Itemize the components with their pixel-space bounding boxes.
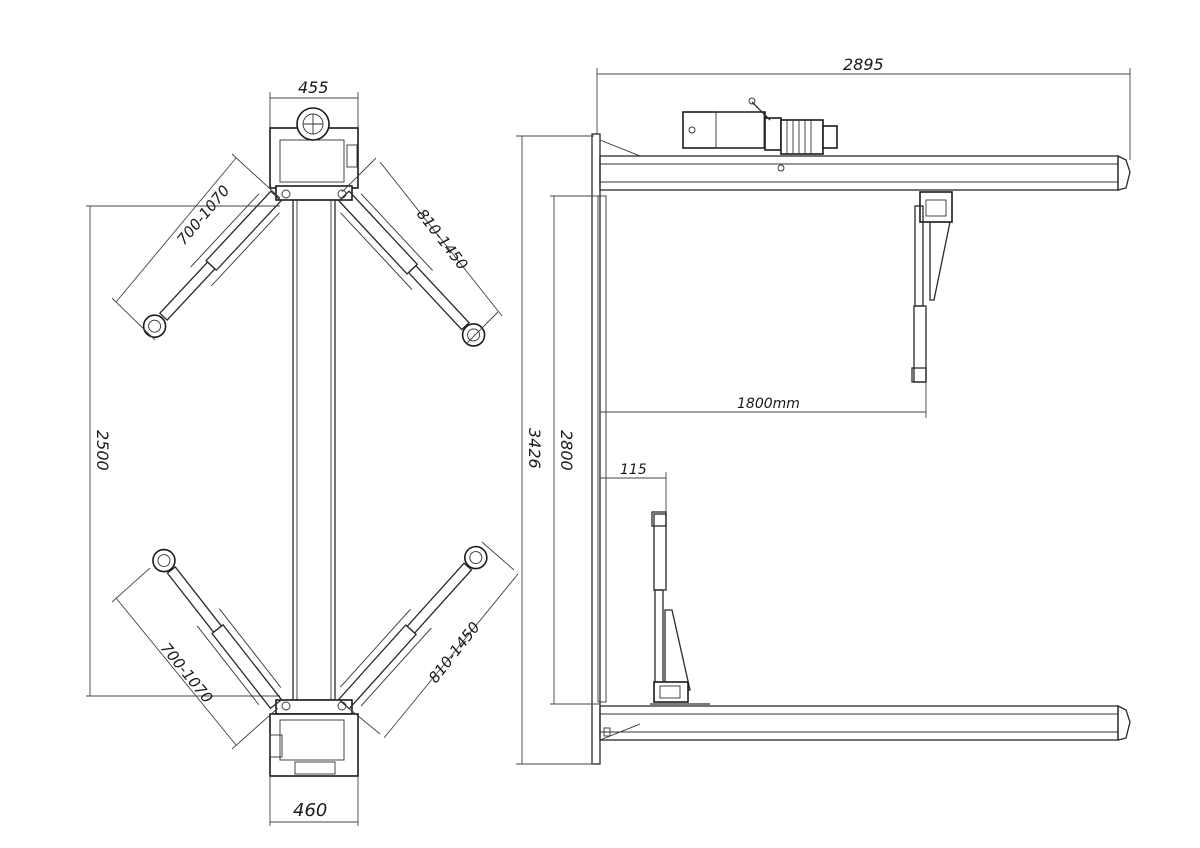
side-view: 2895 xyxy=(516,55,1131,765)
bottom-column-head xyxy=(269,699,359,777)
arm-upper-right xyxy=(337,190,486,347)
carriage-lower xyxy=(650,511,710,705)
motor-unit xyxy=(682,97,838,155)
arm-lower-right xyxy=(337,545,488,710)
dimension-arm-upper-right: 810-1450 xyxy=(341,157,503,345)
dimension-2800: 2800 xyxy=(550,195,600,705)
label-460: 460 xyxy=(293,800,327,821)
column-post xyxy=(591,133,641,765)
lift-pad-icon xyxy=(464,545,488,570)
label-arm-lower-right: 810-1450 xyxy=(425,618,484,686)
dimension-arm-upper-left: 700-1070 xyxy=(111,153,281,341)
arm-lower-left xyxy=(152,548,283,710)
dimension-115: 115 xyxy=(600,462,667,520)
top-view: 455 xyxy=(86,78,519,826)
dimension-3426: 3426 xyxy=(516,135,594,765)
dimension-455: 455 xyxy=(269,78,359,128)
dimension-arm-lower-right: 810-1450 xyxy=(345,541,519,739)
central-beam xyxy=(292,199,336,701)
label-3426: 3426 xyxy=(525,428,544,469)
dimension-460: 460 xyxy=(269,776,359,826)
label-1800mm: 1800mm xyxy=(737,396,800,412)
label-115: 115 xyxy=(620,462,647,478)
label-arm-lower-left: 700-1070 xyxy=(157,639,216,706)
dimension-arm-lower-left: 700-1070 xyxy=(111,567,279,750)
lift-pad-icon xyxy=(142,314,167,338)
dimension-2500: 2500 xyxy=(86,205,280,697)
label-2500: 2500 xyxy=(93,430,112,471)
arm-upper-left xyxy=(142,190,283,338)
label-arm-upper-left: 700-1070 xyxy=(173,182,233,249)
label-arm-upper-right: 810-1450 xyxy=(413,205,472,273)
lift-pad-icon xyxy=(461,323,486,347)
dimension-1800mm: 1800mm xyxy=(600,382,927,418)
label-2895: 2895 xyxy=(843,55,884,74)
label-455: 455 xyxy=(298,78,329,97)
carriage-upper xyxy=(911,191,953,383)
top-beam xyxy=(599,154,1131,191)
top-column-head xyxy=(269,107,359,201)
dimension-2895: 2895 xyxy=(596,55,1131,160)
lift-pad-icon xyxy=(152,548,176,573)
bottom-beam xyxy=(599,704,1131,741)
label-2800: 2800 xyxy=(557,430,576,471)
